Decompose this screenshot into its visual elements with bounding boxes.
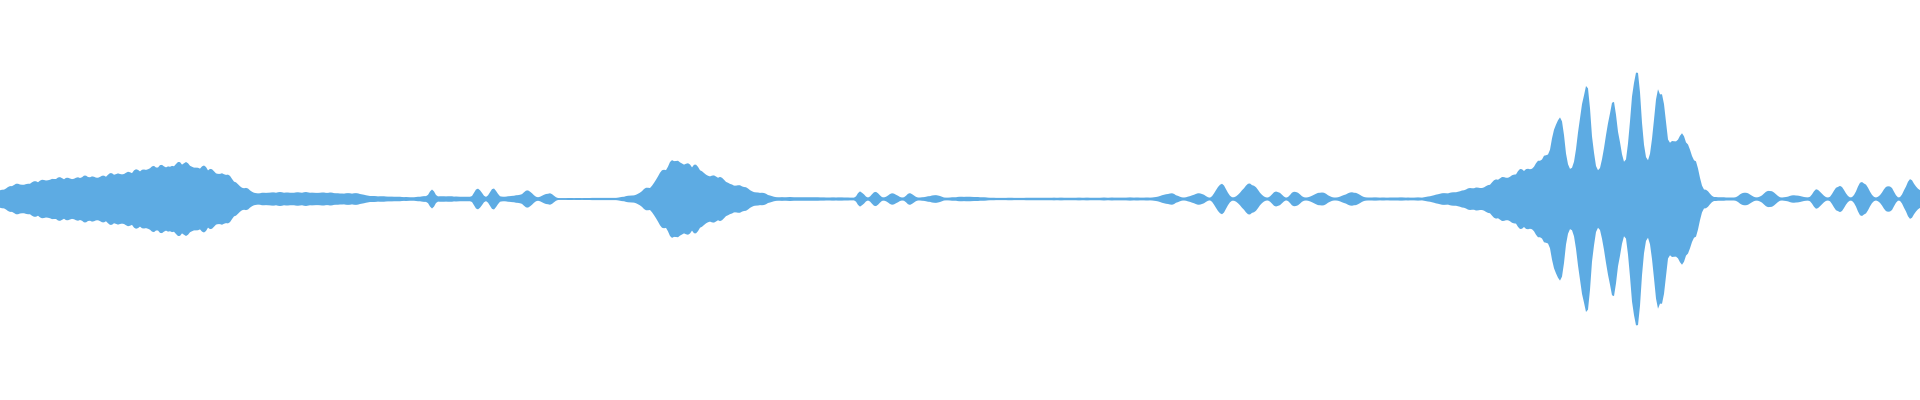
waveform-path [0, 72, 1920, 326]
